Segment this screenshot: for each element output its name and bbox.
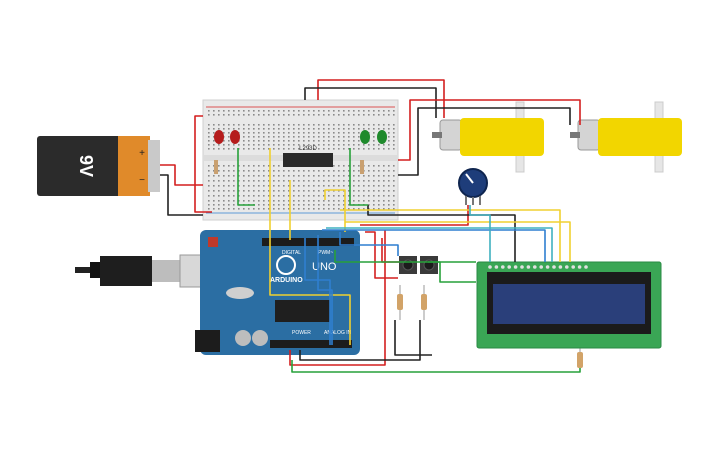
wire-black[interactable] (160, 174, 203, 216)
wire-green[interactable] (349, 148, 368, 206)
lcd-pins (488, 265, 588, 269)
wire-red[interactable] (420, 99, 581, 125)
push-button-1[interactable] (399, 256, 417, 274)
push-button-2[interactable] (420, 256, 438, 274)
breadboard-holes (208, 110, 395, 210)
battery-plus: + (139, 148, 145, 159)
battery-minus: − (139, 175, 145, 186)
battery-label: 9V (76, 155, 96, 177)
led-green-1[interactable] (360, 130, 370, 144)
wire-yellow[interactable] (269, 148, 351, 345)
dc-motor-2[interactable] (570, 101, 682, 173)
wire-red[interactable] (398, 99, 420, 161)
wire-red[interactable] (289, 230, 386, 366)
wires (160, 79, 581, 373)
arduino-analog-label: ANALOG IN (324, 330, 352, 336)
wire-teal[interactable] (469, 205, 491, 262)
wire-red[interactable] (317, 79, 445, 118)
arduino-power-label: POWER (292, 330, 311, 336)
wire-red[interactable] (360, 205, 469, 226)
wire-teal[interactable] (339, 232, 399, 256)
wire-green[interactable] (291, 360, 581, 373)
wire-teal[interactable] (326, 227, 553, 262)
wire-blue[interactable] (304, 238, 331, 345)
wire-black[interactable] (398, 107, 430, 176)
resistor-button-2[interactable] (421, 285, 427, 320)
resistor-bb-1[interactable] (214, 160, 218, 174)
wire-red[interactable] (304, 87, 437, 118)
led-green-2[interactable] (377, 130, 387, 144)
wire-yellow[interactable] (324, 189, 346, 232)
chip-label: L293D (299, 146, 317, 152)
wire-black[interactable] (394, 320, 432, 356)
resistor-button-1[interactable] (397, 285, 403, 320)
wire-red[interactable] (194, 115, 212, 213)
wire-blue[interactable] (322, 229, 546, 262)
wire-red[interactable] (365, 231, 398, 279)
arduino-pwm-label: PWM~ (318, 250, 333, 256)
resistor-bb-2[interactable] (360, 160, 364, 174)
motor-driver-chip[interactable]: L293D (283, 146, 333, 167)
dc-motor-1[interactable] (432, 101, 544, 173)
usb-cable (75, 254, 211, 288)
led-red-2[interactable] (230, 130, 240, 144)
wire-black[interactable] (299, 320, 421, 361)
arduino-model: UNO (312, 261, 337, 273)
led-red-1[interactable] (214, 130, 224, 144)
lcd-display[interactable] (476, 261, 662, 349)
wire-black[interactable] (430, 107, 571, 125)
wire-yellow[interactable] (340, 209, 561, 262)
wire-red[interactable] (160, 164, 203, 186)
battery-9v[interactable]: 9V + − (37, 136, 160, 196)
wire-green[interactable] (428, 261, 476, 283)
arduino-uno[interactable]: ARDUINO UNO DIGITAL PWM~ POWER ANALOG IN (195, 230, 360, 355)
potentiometer[interactable] (458, 168, 488, 205)
wire-yellow[interactable] (345, 221, 571, 262)
arduino-digital-label: DIGITAL (282, 250, 301, 256)
arduino-brand: ARDUINO (270, 277, 303, 284)
wire-green[interactable] (237, 148, 255, 206)
wire-blue[interactable] (317, 235, 333, 345)
